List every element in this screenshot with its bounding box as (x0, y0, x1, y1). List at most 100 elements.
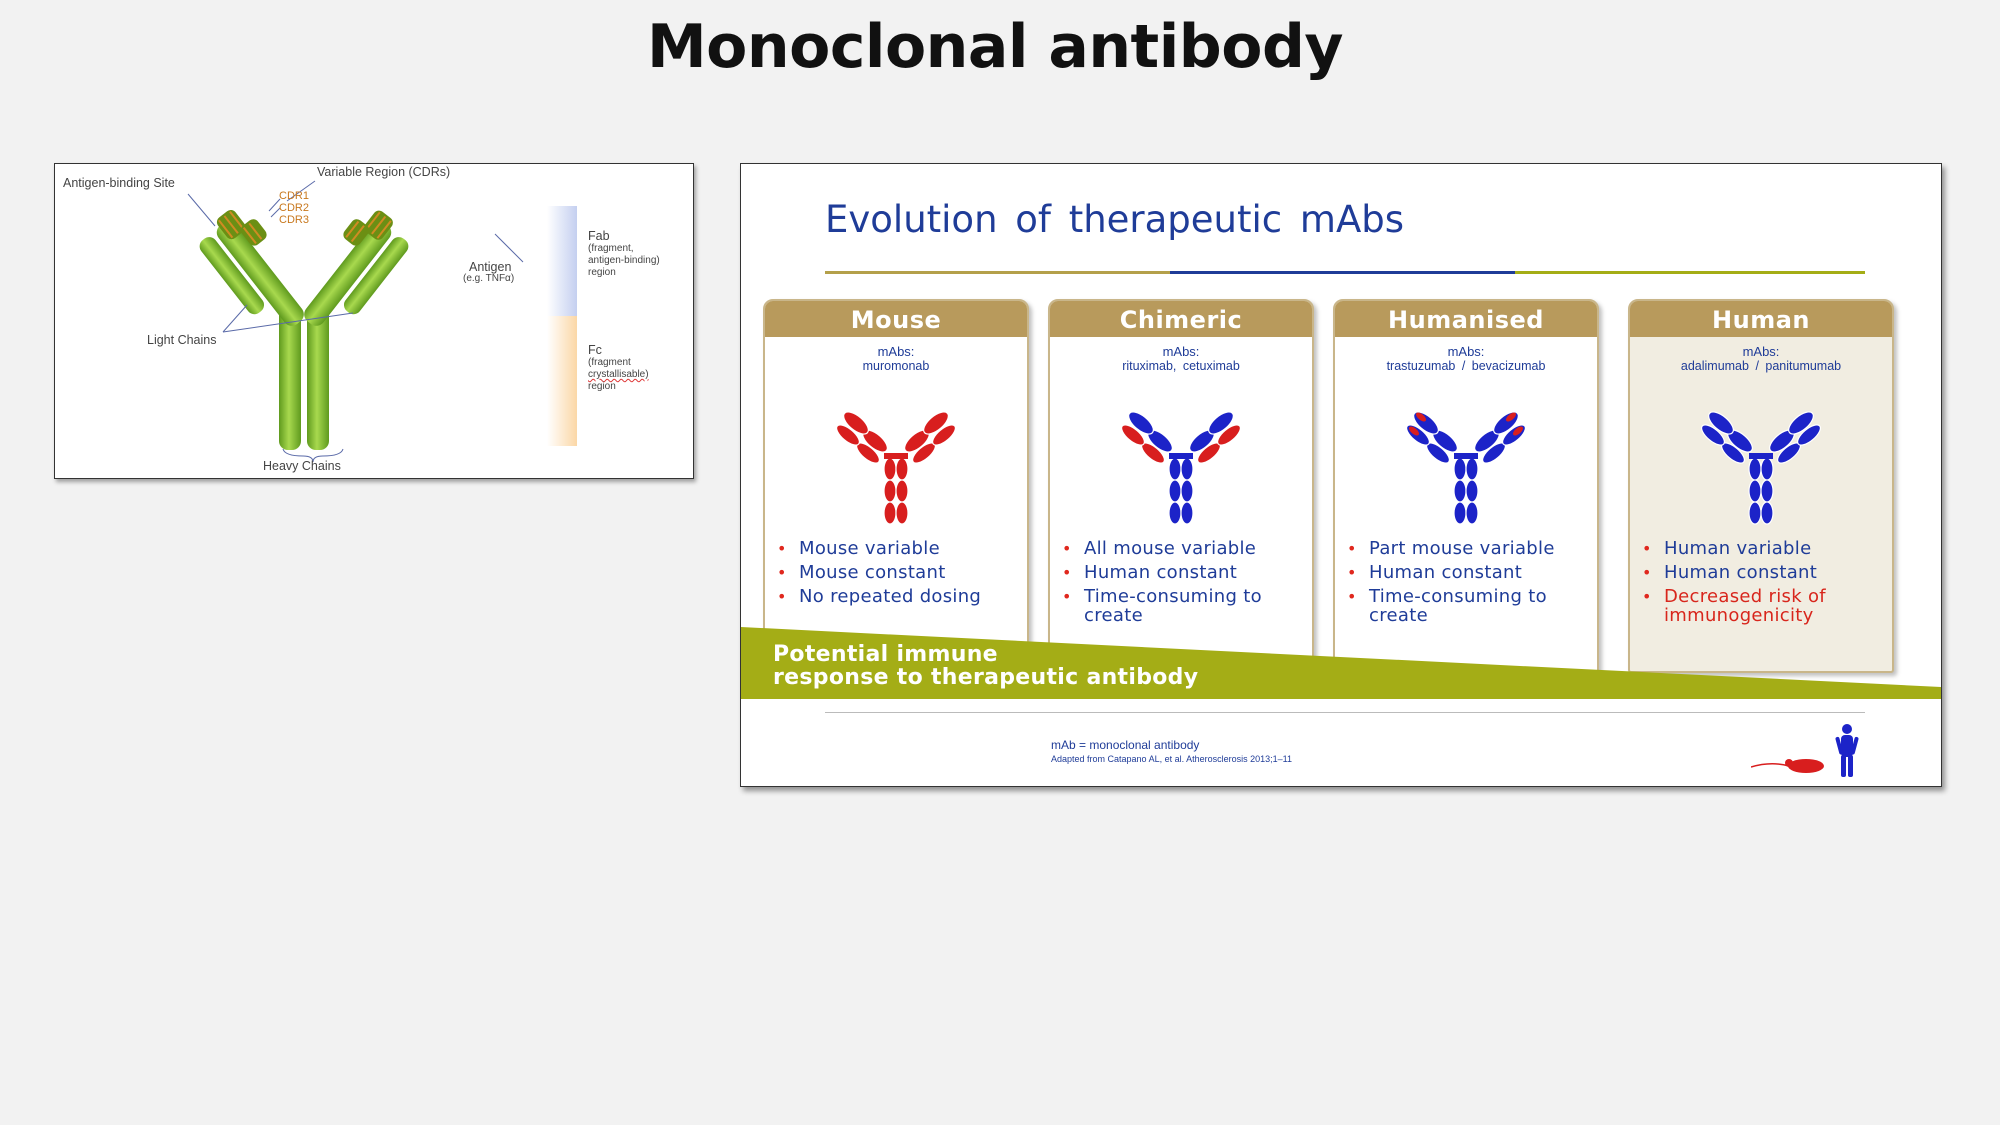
antigen-label: Antigen (469, 260, 512, 274)
slide-title: Monoclonal antibody (646, 12, 1344, 82)
mab-examples: rituximab, cetuximab (1122, 358, 1240, 373)
antibody-domain (1168, 457, 1182, 481)
cdr-tip-left (216, 210, 246, 240)
variable-region-label: Variable Region (CDRs) (317, 165, 451, 179)
fc-title: Fc (588, 343, 602, 357)
heavy-chain-left (279, 304, 301, 450)
human-icon (1835, 724, 1859, 777)
bullet-dot-icon: • (1642, 562, 1652, 582)
cdr3-label: CDR3 (279, 214, 309, 226)
mabs-caption: mAbs: (1162, 344, 1200, 359)
immune-line-2: response to therapeutic antibody (773, 665, 1199, 690)
bullet-dot-icon: • (1062, 562, 1072, 582)
light-chain-right (343, 237, 409, 315)
antibody-domain (1513, 426, 1523, 436)
mouse-icon (1751, 759, 1824, 773)
antibody-domain (1416, 412, 1426, 422)
antibody-structure-figure: Antigen-binding Site Variable Region (CD… (54, 163, 694, 479)
bullet-list: •Human variable•Human constant•Decreased… (1630, 539, 1892, 625)
bullet-dot-icon: • (1062, 586, 1072, 606)
antibody-hinge (1454, 452, 1478, 459)
bullet-text: Time-consuming to create (1084, 585, 1262, 626)
light-chains-label: Light Chains (147, 333, 217, 347)
antibody-hinge (884, 452, 908, 459)
mab-examples: trastuzumab / bevacizumab (1386, 358, 1546, 373)
bullet-text: Mouse variable (799, 537, 940, 559)
antibody-hinge (1749, 452, 1773, 459)
bullet-text: Part mouse variable (1369, 537, 1555, 559)
bullet-item: •Part mouse variable (1345, 539, 1597, 558)
fab-band (547, 206, 577, 316)
bullet-text: Human constant (1084, 561, 1238, 583)
antibody-domain (1121, 423, 1145, 446)
panel-header: Chimeric (1050, 301, 1312, 337)
bullet-dot-icon: • (777, 562, 787, 582)
antibody-domain (1760, 501, 1774, 525)
bullet-text: All mouse variable (1084, 537, 1257, 559)
antibody-domain (895, 457, 909, 481)
fc-band (547, 316, 577, 446)
bullet-dot-icon: • (1062, 538, 1072, 558)
antibody-icon (1406, 411, 1526, 525)
title-rule-green (1515, 271, 1865, 274)
bullet-list: •Part mouse variable•Human constant•Time… (1335, 539, 1597, 625)
antibody-icon (1701, 411, 1821, 525)
bullet-list: • All mouse variable • Human constant • Time-… (1050, 539, 1312, 625)
panel-humanised: Humanised mAbs: trastuzumab / bevacizuma… (1333, 299, 1599, 673)
antibody-domain (1168, 501, 1182, 525)
antibody-domain (923, 411, 949, 435)
antibody-domain (836, 423, 860, 446)
bullet-item: •Mouse variable (775, 539, 1027, 558)
antibody-domain (1128, 411, 1154, 435)
panel-mouse: Mouse mAbs: muromonab •Mouse variable•Mo… (763, 299, 1029, 673)
bullet-text: Decreased risk of immunogenicity (1664, 585, 1826, 626)
antibody-domain (895, 501, 909, 525)
bullet-item: • All mouse variable (1060, 539, 1312, 558)
antibody-domain (883, 479, 897, 503)
antibody-icon (836, 411, 956, 525)
heavy-chain-right (307, 304, 329, 450)
bullet-list: •Mouse variable • Mouse constant •No repeat… (765, 539, 1027, 606)
bullet-text: No repeated dosing (799, 585, 982, 607)
immune-response-wedge (741, 627, 1941, 699)
fab-desc-3: region (588, 267, 616, 278)
antibody-domain (883, 501, 897, 525)
bullet-item: • Human constant (1060, 563, 1312, 582)
antibody-domain (1788, 411, 1814, 435)
panel-header: Humanised (1335, 301, 1597, 337)
antibody-domain (1748, 457, 1762, 481)
bullet-item: • Human constant (1345, 563, 1597, 582)
immune-response-text: Potential immune response to therapeutic… (773, 643, 1198, 689)
antibody-domain (1180, 457, 1194, 481)
antibody-domain (1453, 501, 1467, 525)
bullet-dot-icon: • (1642, 538, 1652, 558)
cdr1-label: CDR1 (279, 190, 309, 202)
panel-header: Mouse (765, 301, 1027, 337)
cdr-tip-left-light (240, 219, 267, 246)
bullet-text: Mouse constant (799, 561, 946, 583)
bullet-dot-icon: • (1347, 562, 1357, 582)
title-rule-blue (1170, 271, 1515, 274)
bullet-text: Human variable (1664, 537, 1812, 559)
mouse-to-human-icons (1751, 724, 1859, 777)
bullet-item: •Human constant (1640, 563, 1892, 582)
mab-examples: muromonab (862, 358, 930, 373)
heavy-chains-label: Heavy Chains (263, 459, 341, 473)
bullet-item: •No repeated dosing (775, 587, 1027, 606)
cdr-tip-right (364, 210, 393, 240)
bullet-item: • Time-consuming to create (1060, 587, 1312, 625)
evolution-title: Evolution of therapeutic mAbs (825, 198, 1405, 241)
fab-desc-1: (fragment, (588, 243, 634, 254)
bullet-text: Human constant (1369, 561, 1523, 583)
light-chain-left (199, 237, 265, 315)
panel-chimeric: Chimeric mAbs: rituximab, cetuximab • All… (1048, 299, 1314, 673)
antibody-domain (1760, 457, 1774, 481)
antibody-domain (1217, 423, 1241, 446)
panel-human: Human mAbs: adalimumab / panitumumab •Hu… (1628, 299, 1894, 673)
leader-lines (187, 180, 524, 463)
antigen-example-label: (e.g. TNFα) (463, 273, 515, 284)
antibody-domain (1168, 479, 1182, 503)
antibody-domain (1701, 423, 1725, 446)
fab-title: Fab (588, 229, 610, 243)
footer-rule (825, 712, 1865, 713)
